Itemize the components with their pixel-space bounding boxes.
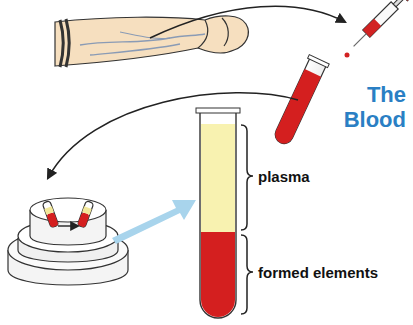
flow-arrow xyxy=(48,93,298,178)
result-arrow xyxy=(112,200,196,244)
bracket xyxy=(241,125,253,314)
part-label: plasma xyxy=(258,168,310,185)
part-label: formed elements xyxy=(258,264,378,281)
blood-drop xyxy=(345,53,350,58)
arm xyxy=(55,16,248,67)
syringe xyxy=(349,0,409,51)
flow-arrow xyxy=(150,6,345,38)
separated-tube xyxy=(196,108,240,318)
test-tube xyxy=(270,55,329,148)
title: The Blood xyxy=(334,82,406,132)
centrifuge xyxy=(8,198,128,285)
